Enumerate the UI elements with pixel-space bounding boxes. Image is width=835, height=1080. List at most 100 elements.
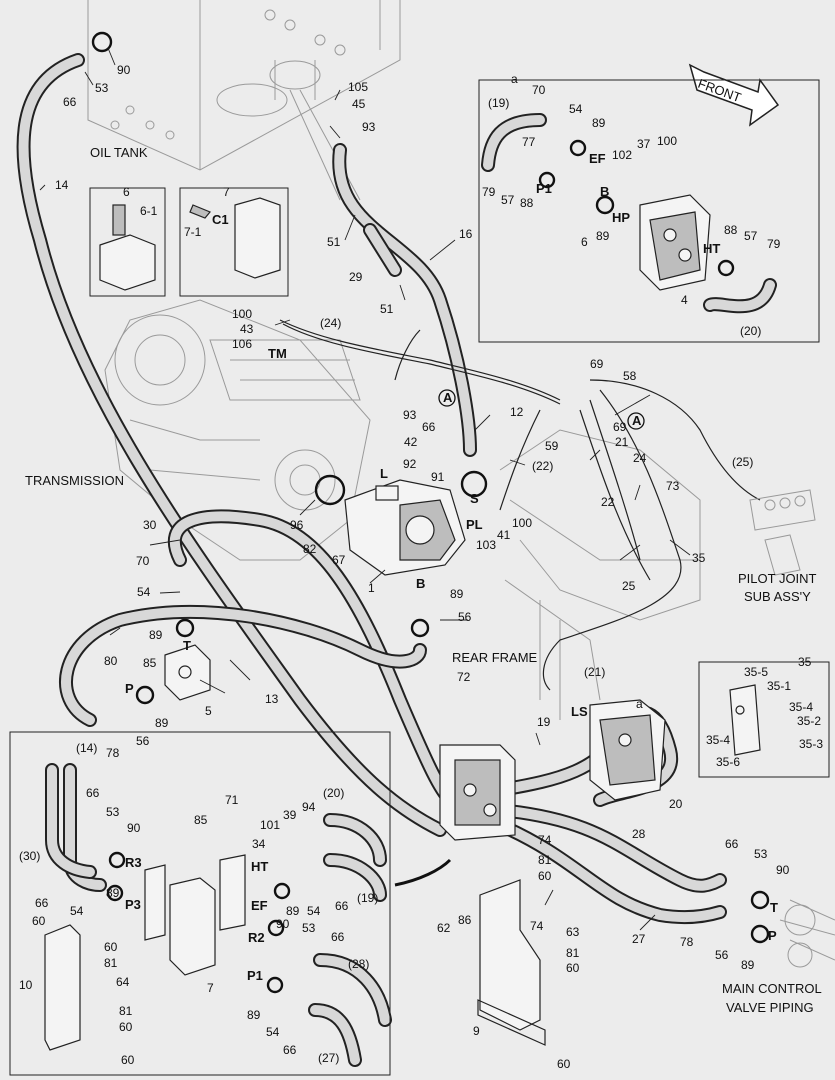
callout: 88	[724, 223, 738, 237]
callout: P	[768, 928, 777, 943]
callout: (20)	[740, 324, 761, 338]
callout: a	[636, 697, 643, 711]
callout: 35-3	[799, 737, 823, 751]
caption-pilot-joint-2: SUB ASS'Y	[744, 589, 811, 604]
callout: HT	[251, 859, 268, 874]
hoses	[16, 53, 777, 1067]
callout: 69	[613, 420, 627, 434]
callout: (22)	[532, 459, 553, 473]
callout: 79	[767, 237, 781, 251]
callout: 53	[754, 847, 768, 861]
callout: 89	[596, 229, 610, 243]
rear-frame	[499, 429, 701, 720]
caption-transmission: TRANSMISSION	[25, 473, 124, 488]
callout: 106	[232, 337, 252, 351]
callout: T	[183, 638, 191, 653]
box-parts	[99, 197, 281, 291]
callout: (25)	[732, 455, 753, 469]
callout: 79	[482, 185, 496, 199]
callout: 81	[566, 946, 580, 960]
callout: 78	[106, 746, 120, 760]
callout: R2	[248, 930, 265, 945]
manifold-block	[439, 744, 516, 841]
rings	[91, 31, 770, 944]
callout: 89	[592, 116, 606, 130]
callout: 6-1	[140, 204, 158, 218]
valve-4	[639, 194, 711, 291]
callout: 60	[121, 1053, 135, 1067]
callout: HP	[612, 210, 630, 225]
callout: (20)	[323, 786, 344, 800]
callout: (27)	[318, 1051, 339, 1065]
callout: T	[770, 900, 778, 915]
callout: 62	[437, 921, 451, 935]
callout: 85	[194, 813, 208, 827]
callout: 29	[349, 270, 363, 284]
callout: 89	[450, 587, 464, 601]
callout: 9	[473, 1024, 480, 1038]
callouts: 90 53 66 14 105 45 93 6 6-1 7 7-1 C1 51 …	[19, 63, 823, 1071]
callout: (14)	[76, 741, 97, 755]
callout: 54	[569, 102, 583, 116]
caption-oil-tank: OIL TANK	[90, 145, 148, 160]
callout: 12	[510, 405, 524, 419]
callout: 81	[538, 853, 552, 867]
callout: 35-4	[706, 733, 730, 747]
callout: 64	[116, 975, 130, 989]
bracket-9	[477, 879, 546, 1046]
callout: 101	[260, 818, 280, 832]
callout: 53	[106, 805, 120, 819]
callout: 85	[143, 656, 157, 670]
callout: 56	[136, 734, 150, 748]
callout: 43	[240, 322, 254, 336]
callout: 66	[63, 95, 77, 109]
callout: 96	[290, 518, 304, 532]
leader-lines	[39, 47, 691, 931]
callout: 69	[590, 357, 604, 371]
pilot-valve-5	[164, 644, 211, 701]
callout: 35-2	[797, 714, 821, 728]
pilot-lines	[279, 319, 761, 691]
callout: S	[470, 491, 479, 506]
callout: 51	[380, 302, 394, 316]
callout: 103	[476, 538, 496, 552]
callout: 58	[623, 369, 637, 383]
callout: 90	[276, 917, 290, 931]
callout: (19)	[357, 891, 378, 905]
callout: C1	[212, 212, 229, 227]
callout: 35	[798, 655, 812, 669]
callout: 37	[637, 137, 651, 151]
callout: 20	[669, 797, 683, 811]
callout: 19	[537, 715, 551, 729]
mcv-piping	[779, 899, 835, 968]
callout: EF	[589, 151, 606, 166]
callout: 89	[149, 628, 163, 642]
callout: 14	[55, 178, 69, 192]
callout: (28)	[348, 957, 369, 971]
callout: EF	[251, 898, 268, 913]
callout: L	[380, 466, 388, 481]
callout: P	[125, 681, 134, 696]
callout: 59	[545, 439, 559, 453]
inset-parts	[44, 851, 291, 1051]
callout: 57	[501, 193, 515, 207]
callout: 86	[458, 913, 472, 927]
callout: (21)	[584, 665, 605, 679]
callout: 57	[744, 229, 758, 243]
callout: P1	[536, 181, 552, 196]
callout: 25	[622, 579, 636, 593]
callout: 39	[283, 808, 297, 822]
callout: 35	[692, 551, 706, 565]
callout: 53	[302, 921, 316, 935]
caption-rear-frame: REAR FRAME	[452, 650, 538, 665]
callout: 35-6	[716, 755, 740, 769]
callout: HT	[703, 241, 720, 256]
callout: 13	[265, 692, 279, 706]
callout: 93	[403, 408, 417, 422]
callout: 105	[348, 80, 368, 94]
callout: 81	[119, 1004, 133, 1018]
callout: LS	[571, 704, 588, 719]
callout: 21	[615, 435, 629, 449]
callout: R3	[125, 855, 142, 870]
bracket-35	[729, 684, 761, 756]
